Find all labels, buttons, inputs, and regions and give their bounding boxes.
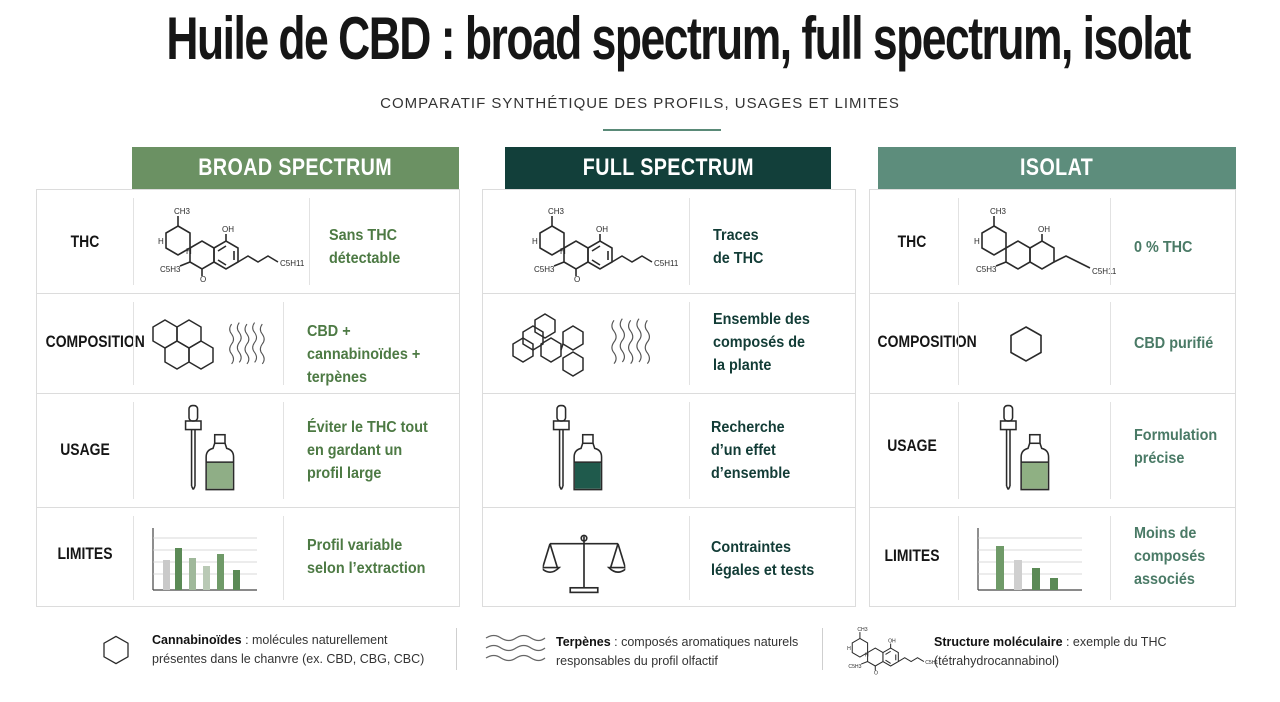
svg-text:CH3: CH3 xyxy=(990,207,1007,216)
row-text-usage: Formulation précise xyxy=(1134,427,1218,467)
svg-text:C5H11: C5H11 xyxy=(1092,267,1116,276)
row-label-thc: THC xyxy=(897,232,927,251)
row-label-limites: LIMITES xyxy=(57,544,113,563)
row-text-composition: CBD purifié xyxy=(1134,335,1214,352)
row-label-composition: COMPOSITION xyxy=(45,332,145,351)
page-title: Huile de CBD : broad spectrum, full spec… xyxy=(166,5,1191,72)
row-thc: Traces de THC xyxy=(483,190,855,294)
header-full-spectrum: FULL SPECTRUM xyxy=(505,147,831,189)
title-divider xyxy=(603,129,721,131)
terpene-waves-icon xyxy=(485,634,546,662)
row-label-limites: LIMITES xyxy=(884,546,940,565)
row-limites: LIMITES Profil variable selon l’extracti… xyxy=(37,508,459,608)
scales-icon xyxy=(542,534,626,594)
row-label-usage: USAGE xyxy=(60,440,110,459)
row-usage: USAGE Éviter le THC tout en gardant un p… xyxy=(37,394,459,508)
row-text-thc: 0 % THC xyxy=(1134,239,1193,256)
panel-broad-spectrum: THC Sans THC détectable COMPOSITION CBD … xyxy=(36,189,460,607)
header-isolat: ISOLAT xyxy=(878,147,1236,189)
row-label-thc: THC xyxy=(70,232,100,251)
row-text-limites: Moins de composés associés xyxy=(1134,525,1206,588)
hexagon-icon xyxy=(103,635,129,665)
row-usage: Recherche d’un effet d’ensemble xyxy=(483,394,855,508)
row-limites: Contraintes légales et tests xyxy=(483,508,855,608)
row-label-composition: COMPOSITION xyxy=(877,332,977,351)
row-text-usage: Éviter le THC tout en gardant un profil … xyxy=(307,419,428,482)
thc-molecule-icon xyxy=(519,204,679,284)
compounds-network-icon xyxy=(512,313,651,377)
svg-text:C5H3: C5H3 xyxy=(976,265,997,274)
row-text-thc: Sans THC détectable xyxy=(329,227,401,267)
legend-terpenes: Terpènes : composés aromatiques naturels… xyxy=(556,635,799,668)
cannabinoids-terpenes-icon xyxy=(152,319,265,370)
row-text-limites: Contraintes légales et tests xyxy=(711,539,815,579)
row-composition: COMPOSITION CBD purifié xyxy=(870,294,1235,394)
row-text-composition: Ensemble des composés de la plante xyxy=(713,311,810,374)
row-composition: Ensemble des composés de la plante xyxy=(483,294,855,394)
row-composition: COMPOSITION CBD + cannabinoïdes + terpèn… xyxy=(37,294,459,394)
bar-chart-icon xyxy=(977,528,1082,591)
bar-chart-icon xyxy=(152,528,257,591)
header-broad-spectrum: BROAD SPECTRUM xyxy=(132,147,459,189)
dropper-bottle-icon xyxy=(184,404,235,491)
thc-molecule-icon xyxy=(846,626,938,677)
dropper-bottle-icon xyxy=(552,404,603,491)
thc-molecule-icon xyxy=(145,204,305,284)
row-usage: USAGE Formulation précise xyxy=(870,394,1235,508)
legend-structure: Structure moléculaire : exemple du THC (… xyxy=(934,635,1167,668)
panel-full-spectrum: Traces de THC Ensemble des composés de l… xyxy=(482,189,856,607)
svg-text:H: H xyxy=(974,237,980,246)
page-subtitle: COMPARATIF SYNTHÉTIQUE DES PROFILS, USAG… xyxy=(380,95,900,112)
row-thc: THC Sans THC détectable xyxy=(37,190,459,294)
dropper-bottle-icon xyxy=(999,404,1050,491)
legend-cannabinoides: Cannabinoïdes : molécules naturellement … xyxy=(152,633,425,666)
hexagon-icon xyxy=(1010,326,1042,362)
row-limites: LIMITES Moins de composés associés xyxy=(870,508,1235,608)
row-label-usage: USAGE xyxy=(887,436,937,455)
svg-text:OH: OH xyxy=(1038,225,1050,234)
row-text-thc: Traces de THC xyxy=(713,227,764,267)
row-text-limites: Profil variable selon l’extraction xyxy=(307,537,426,577)
row-text-composition: CBD + cannabinoïdes + terpènes xyxy=(307,323,421,386)
row-text-usage: Recherche d’un effet d’ensemble xyxy=(711,419,791,482)
